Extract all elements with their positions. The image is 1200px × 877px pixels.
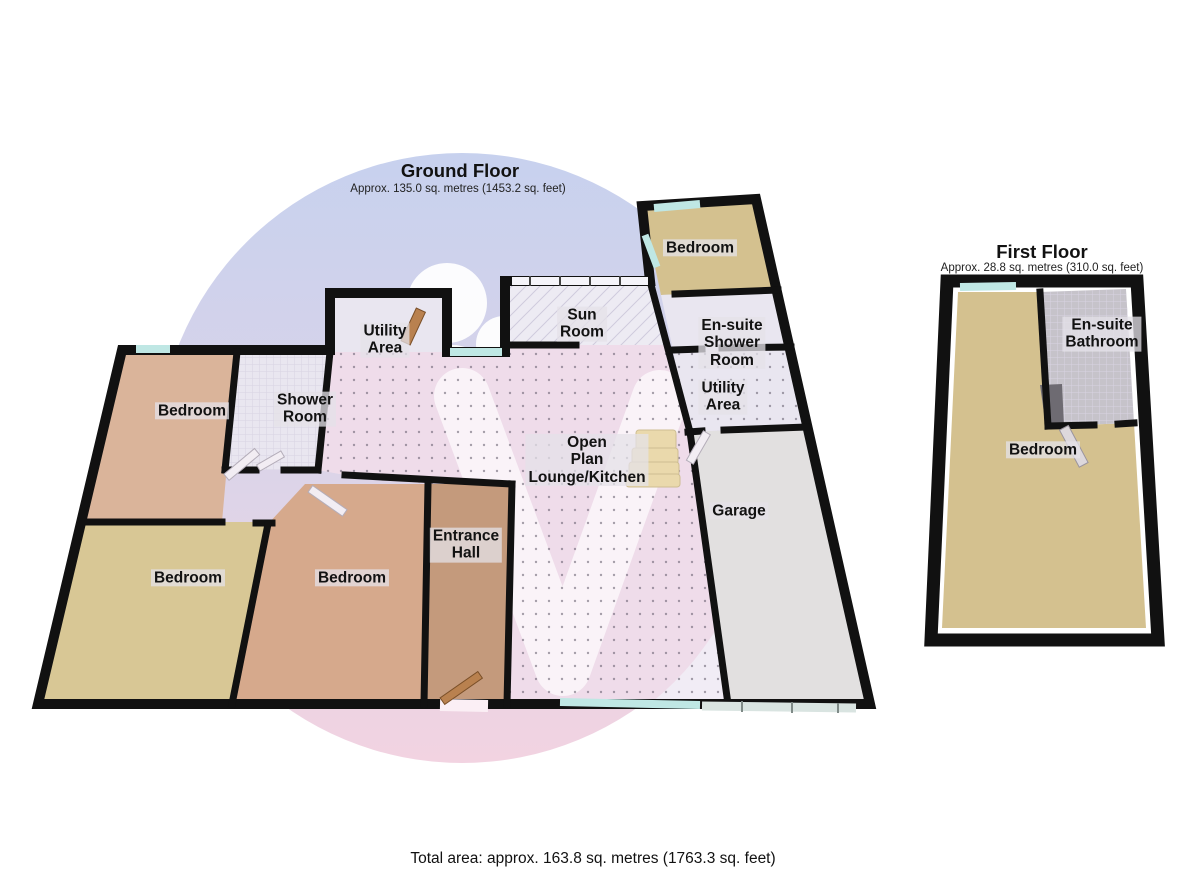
room-label-utility-right: Utility Area <box>698 379 748 415</box>
room-label-bedroom-bottom-left: Bedroom <box>150 569 226 587</box>
room-label-bedroom-left: Bedroom <box>154 402 230 420</box>
first-floor-outer-walls <box>924 274 1165 647</box>
room-label-shower-room: Shower Room <box>274 391 336 427</box>
ground-floor-title: Ground Floor <box>400 160 520 181</box>
room-floor-garage <box>688 427 870 704</box>
room-label-ensuite-shower: En-suite Shower Room <box>698 316 766 370</box>
first-floor-subtitle: Approx. 28.8 sq. metres (310.0 sq. feet) <box>940 262 1144 274</box>
ground-floor-outer-walls <box>31 193 877 709</box>
room-floor-ff-bedroom <box>942 292 1146 628</box>
first-floor-interior-walls <box>1036 288 1138 430</box>
room-floor-bedroom-top-left <box>81 352 237 522</box>
ground-floor-interior-walls <box>77 276 811 709</box>
room-label-bedroom-bottom-middle: Bedroom <box>314 569 390 587</box>
first-floor-title: First Floor <box>996 241 1088 262</box>
ground-floor-subtitle: Approx. 135.0 sq. metres (1453.2 sq. fee… <box>350 183 566 195</box>
ground-floor-windows <box>136 200 701 709</box>
room-label-bedroom-top: Bedroom <box>662 239 738 257</box>
front-door <box>439 670 484 706</box>
garage-door <box>701 701 857 713</box>
room-floor-entrance-hall <box>424 484 512 704</box>
ground-floor-doors <box>223 307 712 712</box>
room-label-sun-room: Sun Room <box>557 306 607 342</box>
ff-window <box>959 282 1017 291</box>
room-label-utility-left: Utility Area <box>360 322 410 358</box>
room-label-ff-ensuite-bathroom: En-suite Bathroom <box>1062 316 1142 352</box>
room-label-garage: Garage <box>709 502 769 520</box>
room-floor-bedroom-bottom-middle <box>232 484 428 704</box>
room-label-entrance-hall: Entrance Hall <box>429 527 503 563</box>
total-area-text: Total area: approx. 163.8 sq. metres (17… <box>410 850 776 867</box>
room-label-ff-bedroom: Bedroom <box>1005 441 1081 459</box>
room-label-open-plan: Open Plan Lounge/Kitchen <box>525 433 649 487</box>
room-floor-bedroom-bottom-left <box>38 522 268 704</box>
